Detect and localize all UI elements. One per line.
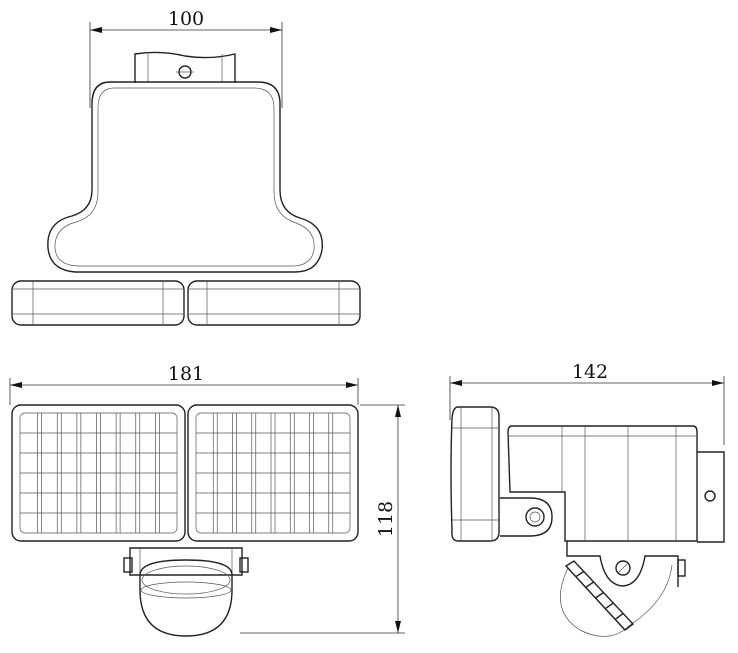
ridge-line (585, 581, 595, 588)
dimension-front-width: 181 (9, 363, 359, 405)
dimension-label-142: 142 (572, 361, 608, 383)
top-view: 100 (11, 8, 361, 326)
lamp-head-side (450, 406, 500, 542)
sensor-dome-front (139, 559, 233, 637)
dimension-top-width: 100 (89, 8, 283, 108)
ridge-line (604, 602, 614, 610)
dimension-front-height: 118 (240, 404, 405, 634)
dimension-label-100: 100 (168, 8, 204, 30)
lamp-head-right-top (187, 280, 361, 326)
dimension-label-118: 118 (375, 501, 397, 537)
wall-bracket-side (697, 451, 725, 543)
dimension-label-181: 181 (168, 363, 204, 385)
ridge-line (575, 570, 585, 578)
ridge-line (614, 612, 624, 620)
housing-side (507, 425, 698, 542)
sensor-dome-side (560, 560, 673, 637)
pivot-arm (500, 497, 553, 537)
front-view: 181 118 (9, 363, 405, 637)
mounting-bracket (134, 51, 236, 83)
dimension-side-depth: 142 (449, 361, 725, 445)
side-view: 142 (449, 361, 725, 637)
housing-outline (47, 81, 324, 273)
sensor-mount-side (566, 541, 686, 587)
led-grid-lines (20, 413, 350, 533)
front-mount-bracket (123, 547, 249, 576)
ridge-line (595, 591, 604, 599)
lamp-head-left-top (11, 280, 185, 326)
